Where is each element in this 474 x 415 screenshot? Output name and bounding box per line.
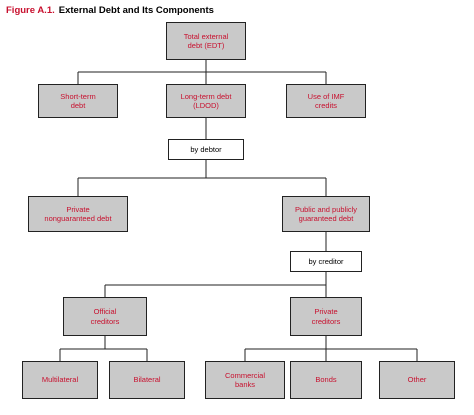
node-official-creditors: Official creditors <box>63 297 147 336</box>
node-bonds: Bonds <box>290 361 362 399</box>
node-private-nonguaranteed-debt: Private nonguaranteed debt <box>28 196 128 232</box>
figure-title-text: External Debt and Its Components <box>58 5 214 16</box>
node-public-guaranteed-debt: Public and publicly guaranteed debt <box>282 196 370 232</box>
figure-label: Figure A.1. <box>6 5 55 16</box>
node-bilateral: Bilateral <box>109 361 185 399</box>
node-long-term-debt: Long-term debt (LDOD) <box>166 84 246 118</box>
label-by-debtor: by debtor <box>168 139 244 160</box>
node-short-term-debt: Short-term debt <box>38 84 118 118</box>
node-commercial-banks: Commercial banks <box>205 361 285 399</box>
label-by-creditor: by creditor <box>290 251 362 272</box>
node-private-creditors: Private creditors <box>290 297 362 336</box>
node-other: Other <box>379 361 455 399</box>
node-use-of-imf-credits: Use of IMF credits <box>286 84 366 118</box>
node-total-external-debt: Total external debt (EDT) <box>166 22 246 60</box>
figure-title: Figure A.1.External Debt and Its Compone… <box>6 5 214 16</box>
node-multilateral: Multilateral <box>22 361 98 399</box>
